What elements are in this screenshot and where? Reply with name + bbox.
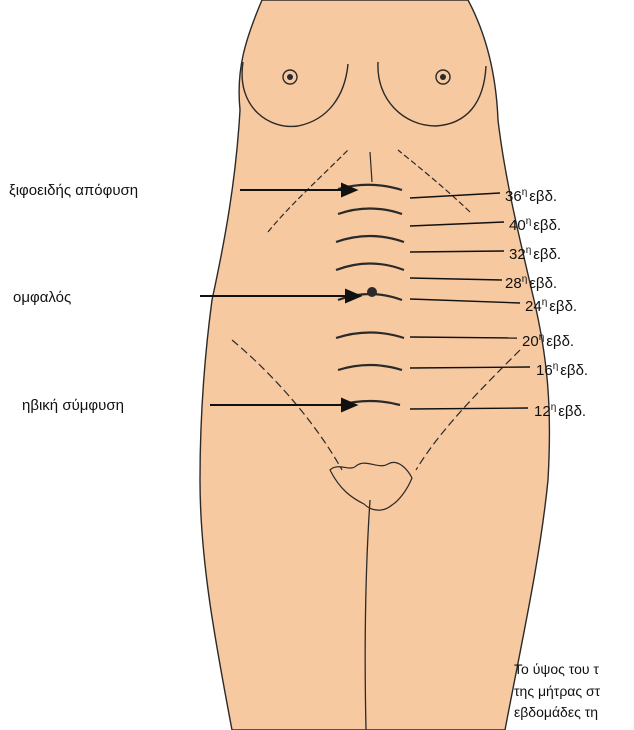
label-navel: ομφαλός — [13, 290, 71, 306]
caption-line-1: Το ύψος του τ — [514, 659, 599, 680]
week-number: 24 — [525, 298, 542, 315]
week-suffix: η — [526, 216, 532, 227]
week-unit: εβδ. — [533, 246, 561, 263]
leader-line-16 — [410, 367, 530, 368]
week-unit: εβδ. — [529, 275, 557, 292]
week-unit: εβδ. — [558, 403, 586, 420]
week-suffix: η — [539, 332, 545, 343]
week-number: 28 — [505, 275, 522, 292]
label-xiphoid-process: ξιφοειδής απόφυση — [9, 183, 138, 199]
right-areola — [440, 74, 446, 80]
week-number: 12 — [534, 403, 551, 420]
caption-line-3: εβδομάδες τη — [514, 702, 598, 723]
left-areola — [287, 74, 293, 80]
navel — [367, 287, 377, 297]
week-number: 36 — [505, 188, 522, 205]
label-pubic-symphysis: ηβική σύμφυση — [22, 398, 124, 414]
week-unit: εβδ. — [549, 298, 577, 315]
week-number: 40 — [509, 217, 526, 234]
week-unit: εβδ. — [529, 188, 557, 205]
leader-line-32 — [410, 251, 504, 252]
leader-line-12 — [410, 408, 528, 409]
week-suffix: η — [522, 274, 528, 285]
week-suffix: η — [551, 402, 557, 413]
week-suffix: η — [542, 297, 548, 308]
week-suffix: η — [526, 245, 532, 256]
week-suffix: η — [553, 361, 559, 372]
week-number: 32 — [509, 246, 526, 263]
week-suffix: η — [522, 187, 528, 198]
leader-line-20 — [410, 337, 517, 338]
week-unit: εβδ. — [533, 217, 561, 234]
week-unit: εβδ. — [560, 362, 588, 379]
week-number: 16 — [536, 362, 553, 379]
caption-line-2: της μήτρας στ — [514, 681, 600, 702]
week-unit: εβδ. — [546, 333, 574, 350]
week-number: 20 — [522, 333, 539, 350]
